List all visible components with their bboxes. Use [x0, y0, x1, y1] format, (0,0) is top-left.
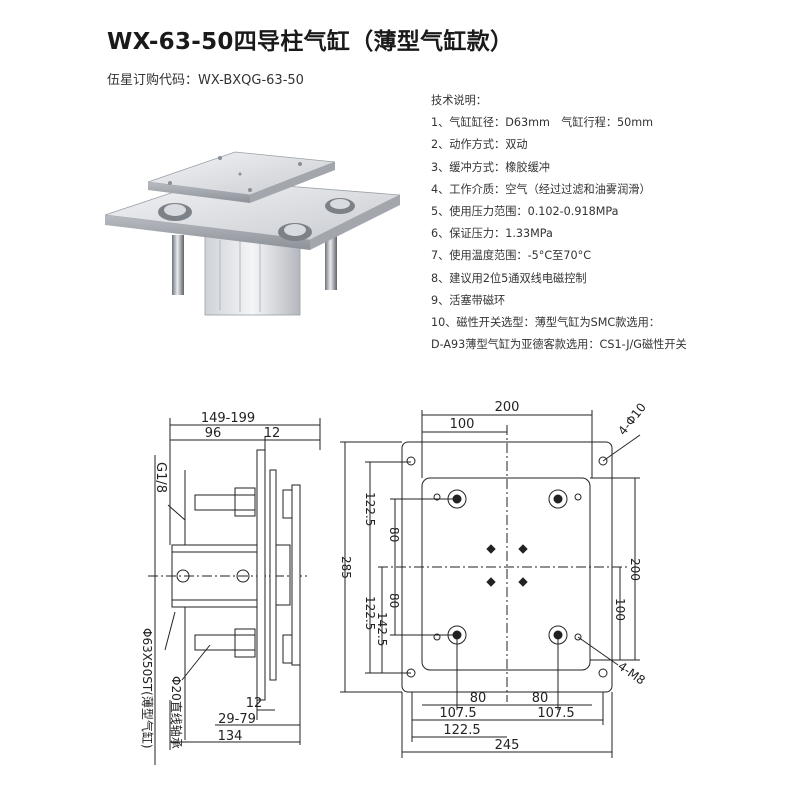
spec-list: 技术说明： 1、气缸缸径：D63mm 气缸行程：50mm 2、动作方式：双动 3… — [431, 90, 687, 356]
front-view: 200 100 4-Φ10 122.5 80 285 80 122.5 142.… — [339, 400, 649, 758]
holes-label: 4-Φ10 — [615, 400, 649, 438]
dim-label: 149-199 — [201, 411, 255, 426]
spec-item: 3、缓冲方式：橡胶缓冲 — [431, 160, 550, 174]
spec-item: D-A93薄型气缸为亚德客款选用：CS1-J/G磁性开关 — [431, 338, 687, 352]
dim-label: 96 — [205, 426, 222, 441]
dim-label: 122.5 — [363, 596, 377, 630]
spec-heading: 技术说明： — [431, 94, 487, 107]
dim-label: 80 — [470, 691, 487, 706]
dim-label: 107.5 — [537, 706, 574, 721]
dim-label: 80 — [387, 593, 401, 608]
dim-label: 200 — [628, 558, 642, 581]
side-view: 149-199 96 12 G1/8 12 29-79 134 Φ63X50ST… — [140, 411, 321, 765]
spec-item: 9、活塞带磁环 — [431, 293, 506, 307]
dim-label: 12 — [264, 426, 281, 441]
dim-label: 134 — [218, 729, 243, 744]
spec-item: 8、建议用2位5通双线电磁控制 — [431, 271, 587, 285]
page-title: WX-63-50四导柱气缸（薄型气缸款） — [107, 29, 514, 55]
spec-item: 6、保证压力：1.33MPa — [431, 227, 553, 241]
dim-label: 80 — [387, 527, 401, 542]
dim-label: 122.5 — [443, 723, 480, 738]
dim-label: 285 — [339, 556, 353, 579]
spec-item: 1、气缸缸径：D63mm 气缸行程：50mm — [431, 116, 654, 130]
technical-drawing: 149-199 96 12 G1/8 12 29-79 134 Φ63X50ST… — [140, 400, 649, 765]
dim-label: 200 — [495, 400, 520, 415]
spec-item: 10、磁性开关选型：薄型气缸为SMC款选用： — [431, 316, 660, 330]
bearing-label: Φ20直线轴承 — [169, 676, 184, 749]
spec-item: 4、工作介质：空气（经过过滤和油雾润滑） — [431, 182, 651, 196]
spec-item: 7、使用温度范围：-5°C至70°C — [431, 249, 592, 263]
dim-label: 245 — [495, 738, 520, 753]
dim-label: 100 — [450, 417, 475, 432]
dim-label: 107.5 — [439, 706, 476, 721]
dim-label: 142.5 — [375, 612, 389, 646]
dim-label: 29-79 — [218, 712, 256, 727]
dim-label: 80 — [532, 691, 549, 706]
order-code: 伍星订购代码：WX-BXQG-63-50 — [107, 73, 304, 88]
dim-label: 100 — [613, 598, 627, 621]
cylinder-label: Φ63X50ST(薄型气缸) — [140, 628, 155, 749]
dim-label: 122.5 — [363, 492, 377, 526]
spec-item: 5、使用压力范围：0.102-0.918MPa — [431, 205, 619, 219]
dim-label: 12 — [246, 696, 263, 711]
spec-item: 2、动作方式：双动 — [431, 138, 528, 152]
product-photo — [104, 151, 400, 316]
threads-label: 4-M8 — [615, 659, 648, 688]
port-label: G1/8 — [153, 462, 168, 493]
